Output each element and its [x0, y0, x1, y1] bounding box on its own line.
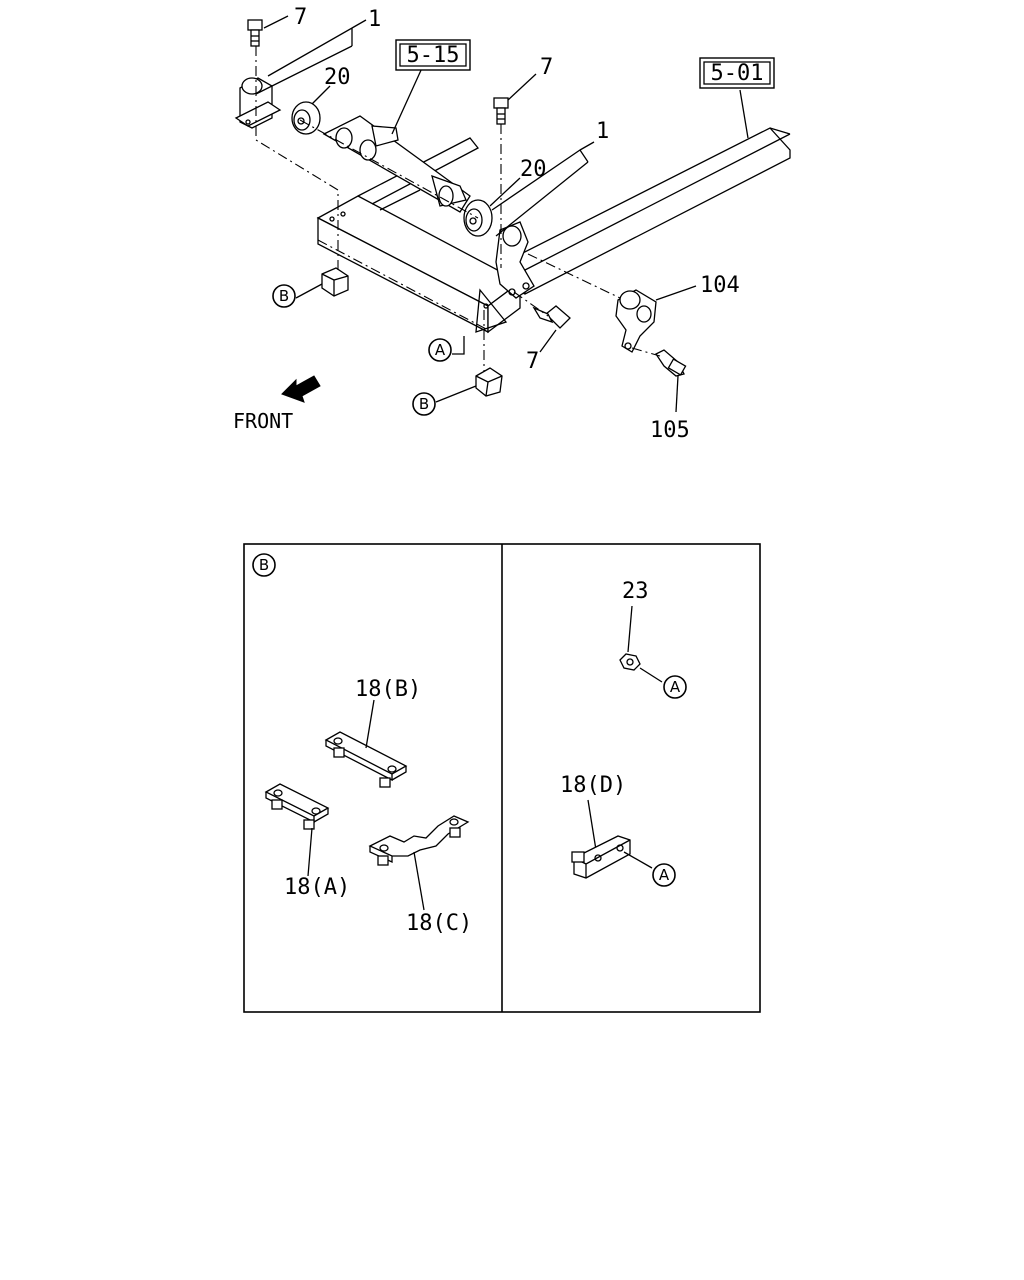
detail-right-panel: 23 A 18(D) A: [560, 579, 687, 887]
nut-23-icon: [619, 653, 641, 671]
engine-mount-right: [475, 221, 535, 333]
ref-5-15-label: 5-15: [407, 43, 460, 68]
callout-mount-left: 1: [368, 7, 381, 32]
svg-text:B: B: [279, 287, 289, 305]
bushing-left-icon: [291, 101, 321, 135]
svg-text:A: A: [659, 866, 670, 884]
front-arrow-icon: [281, 375, 321, 403]
assembly-lines: [255, 46, 661, 372]
callout-bolt-top-left: 7: [294, 5, 307, 30]
marker-b-bottom: B: [412, 392, 436, 416]
upper-exploded-view: 5-15 5-01 7 1 20 7 1 20 104 7 105 B B A: [233, 5, 791, 443]
plate-18c-icon: [368, 815, 470, 866]
part-23-label: 23: [622, 579, 649, 604]
part-18c-label: 18(C): [406, 911, 472, 936]
transmission-bracket: [322, 115, 471, 213]
detail-left-panel: B 18(B) 18(A): [252, 553, 472, 936]
callout-bushing-left: 20: [324, 65, 351, 90]
mount-pad-left-icon: [321, 267, 349, 297]
svg-text:B: B: [419, 395, 429, 413]
marker-a-upper: A: [663, 675, 687, 699]
bolt-bottom-icon: [532, 305, 571, 329]
ref-5-01-label: 5-01: [711, 61, 764, 86]
svg-text:A: A: [435, 341, 446, 359]
marker-a-lower: A: [652, 863, 676, 887]
detail-panel: B 18(B) 18(A): [243, 543, 761, 1013]
front-label: FRONT: [233, 409, 293, 433]
callout-bolt-bottom: 7: [526, 349, 539, 374]
part-18d-label: 18(D): [560, 773, 626, 798]
callout-bolt-top-center: 7: [540, 55, 553, 80]
plate-18d-icon: [571, 835, 631, 879]
marker-a: A: [428, 338, 452, 362]
bolt-105-icon: [655, 349, 687, 377]
bolt-top-center-icon: [493, 97, 509, 125]
callout-bushing-right: 20: [520, 157, 547, 182]
bolt-top-left-icon: [247, 19, 263, 47]
part-18a-label: 18(A): [284, 875, 350, 900]
plate-18a-icon: [264, 783, 330, 830]
part-18b-label: 18(B): [355, 677, 421, 702]
side-frame-rail: [504, 127, 791, 295]
svg-text:A: A: [670, 678, 681, 696]
marker-b-detail: B: [252, 553, 276, 577]
callout-bracket-104: 104: [700, 273, 740, 298]
callout-bolt-105: 105: [650, 418, 690, 443]
ref-box-5-01: 5-01: [699, 57, 775, 89]
marker-b-left: B: [272, 284, 296, 308]
ref-box-5-15: 5-15: [395, 39, 471, 71]
mount-pad-bottom-icon: [475, 367, 503, 397]
plate-18b-icon: [324, 731, 408, 788]
bracket-104: [615, 289, 657, 353]
leader-lines: [255, 15, 749, 413]
svg-text:B: B: [259, 556, 269, 574]
callout-mount-right: 1: [596, 119, 609, 144]
